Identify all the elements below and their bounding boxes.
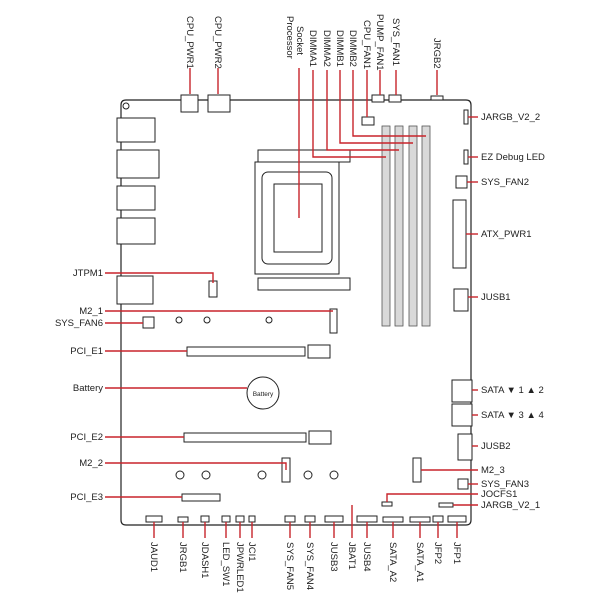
cpu-pwr1-connector (180, 94, 199, 113)
label-dimma1: DIMMA1 (307, 30, 318, 67)
label-jrgb2: JRGB2 (431, 38, 442, 69)
jusb1-connector (453, 288, 469, 312)
sata-12-connector (451, 379, 473, 403)
pci-e2-slot (183, 430, 332, 445)
label-battery: Battery (73, 383, 103, 394)
label-processor: Processor (284, 16, 295, 59)
label-jfp2: JFP2 (432, 542, 443, 564)
sys-fan3-connector (457, 478, 469, 490)
label-sata-a1: SATA_A1 (414, 542, 425, 582)
label-sys-fan3: SYS_FAN3 (481, 479, 529, 490)
dimm-slots (381, 125, 431, 327)
label-socket: Socket (294, 26, 305, 55)
pump-fan1-connector (371, 94, 385, 103)
label-jrgb1: JRGB1 (177, 542, 188, 573)
jargb-v2-1-connector (438, 502, 454, 508)
jusb2-connector (457, 433, 473, 461)
label-jdash1: JDASH1 (199, 542, 210, 578)
label-jusb2: JUSB2 (481, 441, 511, 452)
label-led-sw1: LED_SW1 (220, 542, 231, 586)
label-pci-e1: PCI_E1 (70, 346, 103, 357)
label-pci-e3: PCI_E3 (70, 492, 103, 503)
label-jpwrled1: JPWRLED1 (234, 542, 245, 593)
sata-34-connector (451, 403, 473, 427)
label-sys-fan4: SYS_FAN4 (304, 542, 315, 590)
label-dimma2: DIMMA2 (321, 30, 332, 67)
battery-inner-label: Battery (253, 391, 274, 398)
sys-fan1-connector (388, 94, 402, 103)
label-m2-3: M2_3 (481, 465, 505, 476)
label-sata-34: SATA ▼ 3 ▲ 4 (481, 410, 544, 421)
label-dimmb2: DIMMB2 (347, 30, 358, 67)
label-jargb-v2-2: JARGB_V2_2 (481, 112, 540, 123)
label-pci-e2: PCI_E2 (70, 432, 103, 443)
label-jtpm1: JTPM1 (73, 268, 103, 279)
label-sys-fan5: SYS_FAN5 (284, 542, 295, 590)
label-cpu-pwr2: CPU_PWR2 (212, 16, 223, 69)
sys-fan2-connector (455, 175, 468, 189)
m2-3-slot (412, 457, 422, 483)
atx-pwr1-connector (452, 199, 467, 269)
rear-io (116, 117, 160, 305)
cpu-fan1-connector (361, 116, 375, 126)
cpu-pwr2-connector (207, 94, 231, 113)
label-sys-fan1: SYS_FAN1 (390, 18, 401, 66)
label-jusb4: JUSB4 (361, 542, 372, 572)
label-jusb1: JUSB1 (481, 292, 511, 303)
jocfs1-connector (381, 501, 393, 507)
pci-e3-slot (181, 493, 221, 502)
label-sys-fan2: SYS_FAN2 (481, 177, 529, 188)
label-cpu-fan1: CPU_FAN1 (361, 20, 372, 69)
label-pump-fan1: PUMP_FAN1 (374, 14, 385, 71)
mounting-hole (122, 102, 130, 110)
label-jci1: JCI1 (246, 542, 257, 562)
callout-lines (105, 68, 478, 538)
battery-cell (246, 376, 280, 410)
label-jusb3: JUSB3 (328, 542, 339, 572)
sys-fan6-connector (142, 316, 155, 329)
processor-socket (254, 149, 351, 291)
label-dimmb1: DIMMB1 (334, 30, 345, 67)
jtpm1-connector (208, 280, 218, 298)
label-m2-2: M2_2 (79, 458, 103, 469)
label-sata-a2: SATA_A2 (387, 542, 398, 582)
jrgb2-connector (430, 95, 444, 101)
ez-debug-led (463, 149, 469, 165)
label-jargb-v2-1: JARGB_V2_1 (481, 500, 540, 511)
label-cpu-pwr1: CPU_PWR1 (184, 16, 195, 69)
label-m2-1: M2_1 (79, 306, 103, 317)
label-atx-pwr1: ATX_PWR1 (481, 229, 532, 240)
m2-1-slot (175, 308, 338, 334)
jargb-v2-2-connector (463, 109, 469, 125)
label-jfp1: JFP1 (451, 542, 462, 564)
label-sata-12: SATA ▼ 1 ▲ 2 (481, 385, 544, 396)
label-jocfs1: JOCFS1 (481, 489, 517, 500)
label-jbat1: JBAT1 (346, 542, 357, 570)
pci-e1-slot (186, 344, 331, 359)
label-ez-debug-led: EZ Debug LED (481, 152, 545, 163)
label-sys-fan6: SYS_FAN6 (55, 318, 103, 329)
label-jaud1: JAUD1 (148, 542, 159, 572)
